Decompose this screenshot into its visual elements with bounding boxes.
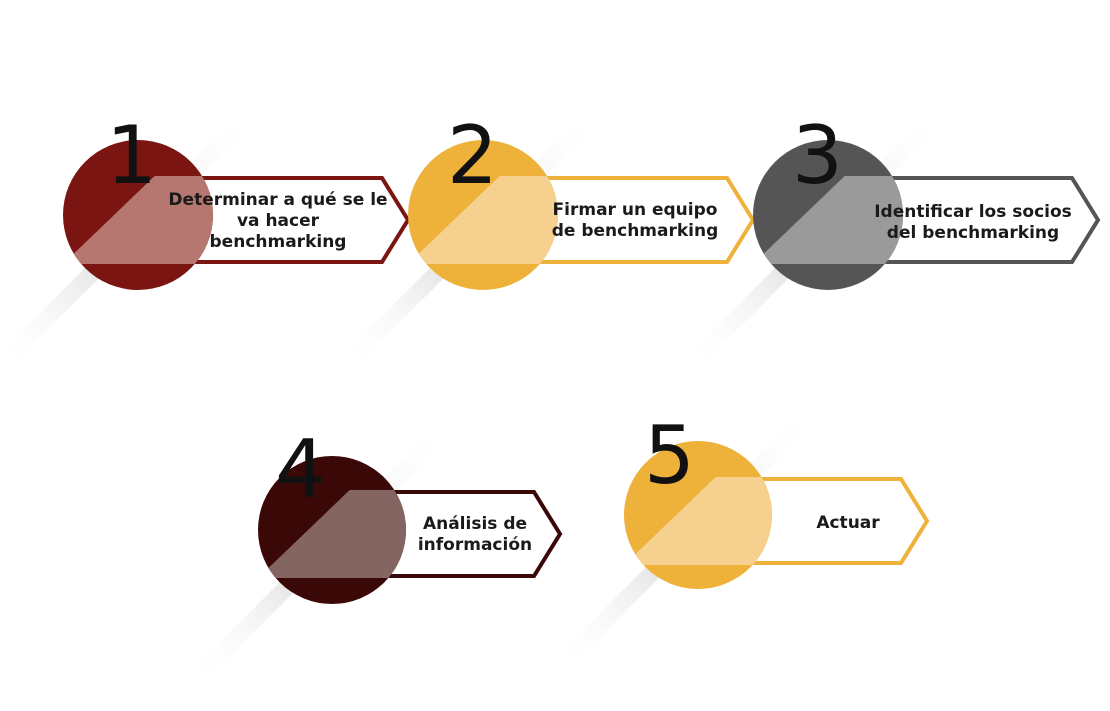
step-4-label-line: información [417, 535, 533, 555]
step-4-label: Análisis de información [375, 514, 575, 556]
step-1-label-line: Determinar a qué se le [168, 190, 388, 210]
step-5-graphic [558, 415, 930, 665]
step-5: 5 Actuar [558, 400, 982, 665]
step-1-graphic [0, 115, 411, 365]
step-3: 3 Identificar los socios del benchmarkin… [688, 100, 1110, 365]
step-2-number: 2 [447, 109, 498, 202]
step-2-label: Firmar un equipo de benchmarking [525, 200, 745, 242]
step-1-label-line: va hacer [236, 211, 320, 231]
step-3-label-line: del benchmarking [886, 223, 1060, 243]
step-1: 1 Determinar a qué se le va hacer benchm… [0, 100, 440, 365]
step-3-label-line: Identificar los socios [874, 202, 1072, 222]
step-1-number: 1 [106, 109, 157, 202]
step-5-label: Actuar [738, 513, 958, 534]
step-2-graphic [343, 115, 756, 365]
step-4-label-line: Análisis de [422, 514, 528, 534]
step-2-label-line: de benchmarking [551, 221, 719, 241]
step-4-graphic [192, 430, 563, 680]
step-1-label-line: benchmarking [209, 232, 347, 252]
step-2: 2 Firmar un equipo de benchmarking [343, 100, 785, 365]
step-2-label-line: Firmar un equipo [552, 200, 718, 220]
step-5-label-line: Actuar [816, 513, 880, 533]
step-3-graphic [688, 115, 1101, 365]
step-4: 4 Análisis de información [192, 412, 615, 680]
step-1-label: Determinar a qué se le va hacer benchmar… [168, 190, 388, 253]
step-5-number: 5 [644, 409, 695, 502]
step-3-label: Identificar los socios del benchmarking [858, 202, 1088, 244]
step-4-number: 4 [275, 423, 326, 516]
step-3-number: 3 [792, 109, 843, 202]
